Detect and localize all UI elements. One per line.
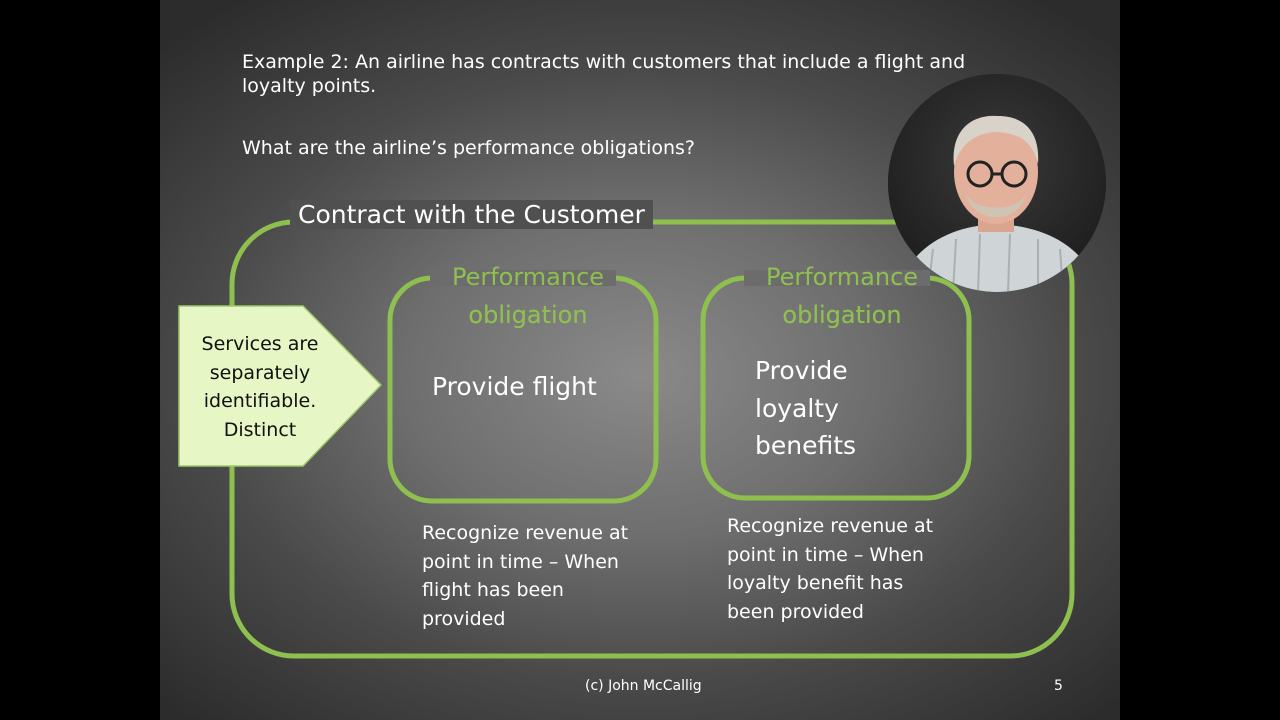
slide-canvas: Contract with the Customer Performance o…	[160, 0, 1120, 720]
contract-title: Contract with the Customer	[290, 200, 653, 229]
obligation-title-1-text: Performance obligation	[451, 263, 605, 330]
question-prompt: What are the airline’s performance oblig…	[242, 137, 695, 159]
obligation-text-2: Provide loyalty benefits	[755, 356, 857, 460]
slide-number: 5	[1054, 678, 1063, 694]
presenter-avatar-icon	[888, 74, 1106, 292]
obligation-text-1: Provide flight	[432, 372, 597, 401]
obligation-title-1-gap	[430, 270, 616, 286]
presenter-webcam	[888, 74, 1106, 292]
obligation-title-2-text: Performance obligation	[765, 263, 919, 330]
question-line: Example 2: An airline has contracts with…	[242, 51, 966, 98]
arrow-callout-shape	[178, 305, 383, 467]
footer-copyright: (c) John McCallig	[585, 678, 702, 694]
recognition-text-1: Recognize revenue at point in time – Whe…	[422, 522, 629, 630]
obligation-title-2-gap	[744, 270, 930, 286]
arrow-callout-text: Services are separately identifiable. Di…	[201, 333, 319, 441]
recognition-text-2: Recognize revenue at point in time – Whe…	[727, 515, 934, 623]
